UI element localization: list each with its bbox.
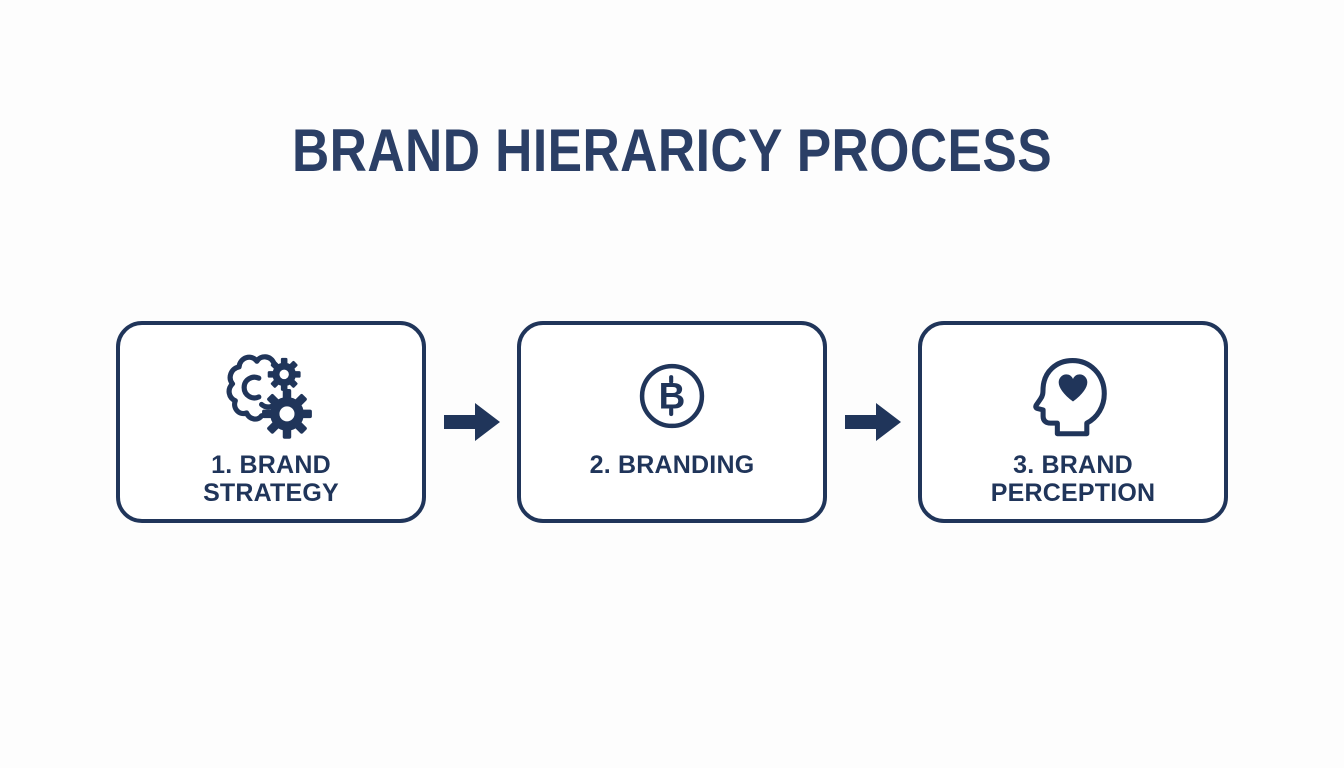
right-arrow-icon [443,403,500,441]
flow-connector-1 [426,400,517,444]
step-label-branding: 2. BRANDING [589,451,755,479]
step-label-brand-perception: 3. BRAND PERCEPTION [990,451,1156,507]
right-arrow-icon [844,403,901,441]
process-flow: 1. BRAND STRATEGY B 2. BRANDING [0,321,1344,523]
coin-b-icon: B [631,345,713,447]
flow-connector-2 [827,400,918,444]
step-box-brand-perception: 3. BRAND PERCEPTION [918,321,1228,523]
page-title: BRAND HIERARICY PROCESS [291,117,1053,184]
step-box-branding: B 2. BRANDING [517,321,827,523]
brain-gears-icon [224,345,318,447]
step-label-brand-strategy: 1. BRAND STRATEGY [203,451,339,507]
step-box-brand-strategy: 1. BRAND STRATEGY [116,321,426,523]
head-heart-icon [1027,345,1119,447]
